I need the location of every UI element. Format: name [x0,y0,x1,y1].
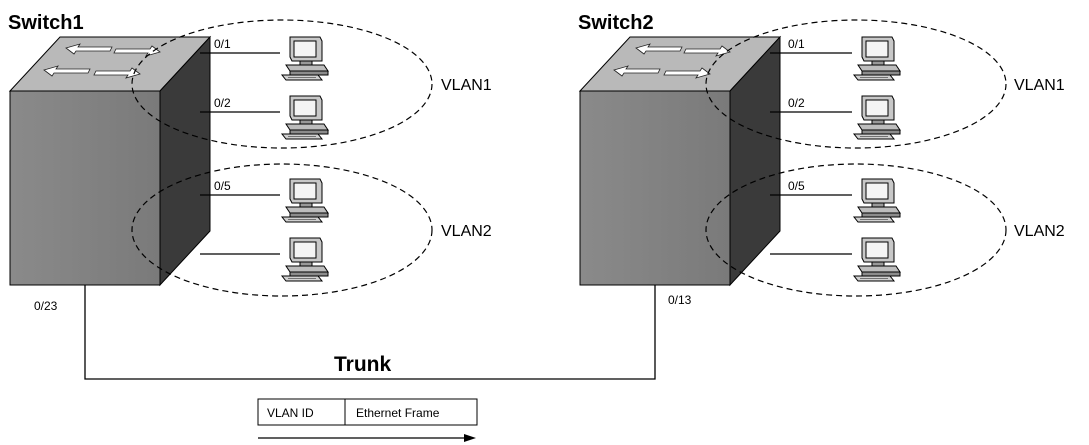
frame-field-vlan-id: VLAN ID [267,406,314,420]
workstation-icon [281,237,329,282]
vlan2-boundary [131,163,433,297]
trunk-link: Trunk [84,285,656,380]
port-label: 0/2 [788,96,805,110]
vlan1-boundary [131,19,433,149]
vlan2-label: VLAN2 [441,223,492,240]
port-label: 0/1 [788,37,805,51]
workstation-icon [853,36,901,81]
frame-field-ethernet: Ethernet Frame [356,406,440,420]
tagged-frame: VLAN ID Ethernet Frame [257,398,478,426]
workstation-icon [853,95,901,140]
arrow-right-icon [258,434,476,442]
workstation-icon [853,237,901,282]
port-label: 0/2 [214,96,231,110]
switch-icon [578,35,782,287]
trunk-port-label: 0/23 [34,299,58,313]
workstation-icon [281,95,329,140]
switch-2-name: Switch2 [578,12,654,34]
port-label: 0/5 [788,179,805,193]
switch-1: Switch1 VLAN1 VLAN2 0/1 0/2 0 [8,12,492,313]
port-label: 0/1 [214,37,231,51]
workstation-icon [281,36,329,81]
switch-1-name: Switch1 [8,12,84,34]
trunk-port-label: 0/13 [668,293,692,307]
trunk-label: Trunk [334,353,391,376]
port-label: 0/5 [214,179,231,193]
vlan2-boundary [705,163,1007,297]
vlan1-label: VLAN1 [441,77,492,94]
workstation-icon [853,178,901,223]
switch-icon [8,35,212,287]
switch-2: Switch2 VLAN1 VLAN2 0/1 0/2 0/5 0/13 [578,12,1065,307]
workstation-icon [281,178,329,223]
vlan1-label: VLAN1 [1014,77,1065,94]
vlan2-label: VLAN2 [1014,223,1065,240]
vlan1-boundary [705,19,1007,149]
